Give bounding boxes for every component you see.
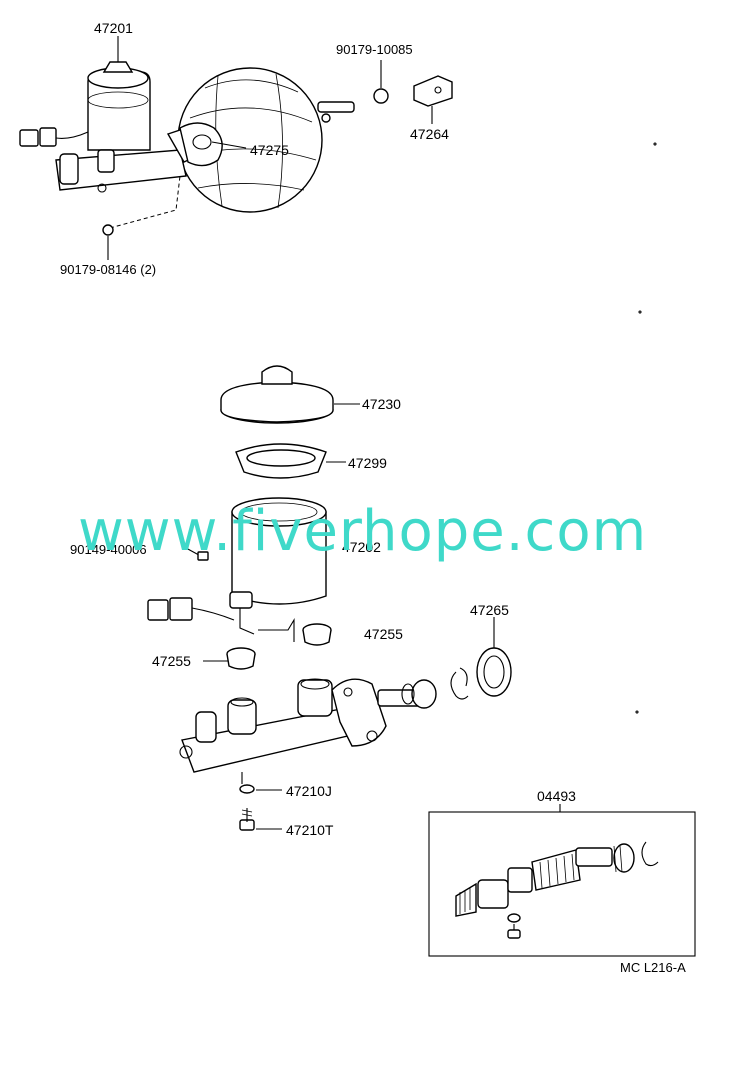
watermark: www.fiverhope.com	[78, 499, 648, 564]
callout-nut-bottom: 90179-08146 (2)	[60, 262, 157, 277]
callout-kit: 04493	[537, 788, 576, 804]
callout-grommet-right: 47255	[364, 626, 403, 642]
bolt-part	[239, 808, 282, 831]
master-cylinder-body	[179, 678, 437, 784]
nut-top-icon	[373, 88, 389, 104]
callout-master-cyl-assy: 47201	[94, 20, 133, 36]
callout-screw: 90149-40006	[70, 542, 147, 557]
callout-boot: 47265	[470, 602, 509, 618]
callout-grommet-left: 47255	[152, 653, 191, 669]
reservoir-cap-part	[220, 365, 360, 424]
kit-box	[428, 804, 696, 957]
callout-reservoir: 47202	[342, 539, 381, 555]
nut-bottom-icon	[102, 224, 114, 236]
screw-part	[185, 547, 209, 561]
leader-nut-bottom	[109, 175, 181, 229]
connector-part	[147, 597, 235, 621]
diagram-id: MC L216-A	[620, 960, 686, 975]
strainer-part	[235, 443, 346, 479]
master-cylinder-top	[19, 36, 247, 193]
grommet-left-part	[203, 647, 256, 670]
boot-part	[476, 617, 512, 697]
callout-clamp: 47264	[410, 126, 449, 142]
callout-nut-top: 90179-10085	[336, 42, 413, 57]
callout-bolt: 47210T	[286, 822, 334, 838]
grommet-right-part	[302, 623, 332, 646]
reservoir-part	[229, 497, 327, 642]
callout-gasket: 47275	[250, 142, 289, 158]
clamp-part	[413, 75, 453, 124]
callout-reservoir-cap: 47230	[362, 396, 401, 412]
washer-part	[239, 784, 282, 794]
callout-strainer: 47299	[348, 455, 387, 471]
callout-washer: 47210J	[286, 783, 332, 799]
snap-ring-part	[450, 667, 469, 700]
